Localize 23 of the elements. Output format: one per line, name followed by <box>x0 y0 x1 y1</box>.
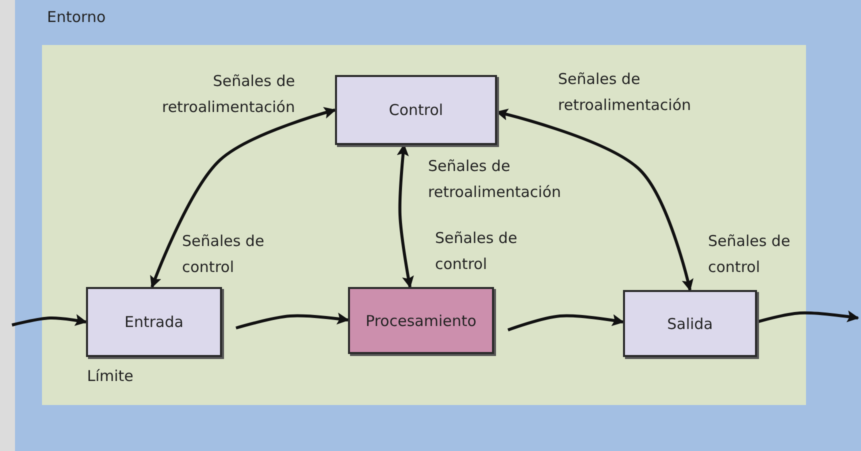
process-box <box>86 287 222 357</box>
box-label: Entrada <box>124 313 184 331</box>
process-box <box>348 287 494 354</box>
boundary-panel <box>42 45 806 405</box>
signal-label: Señales de control <box>435 228 518 275</box>
arrow <box>12 314 88 326</box>
signal-label: Señales de retroalimentación <box>428 156 562 203</box>
box-label: Salida <box>667 314 713 332</box>
arrow <box>756 310 860 324</box>
signal-label: Señales de control <box>182 231 266 278</box>
process-box <box>623 290 757 357</box>
process-box <box>335 75 497 145</box>
region-heading: Entorno <box>47 8 106 26</box>
signal-label: Señales de retroalimentación <box>558 69 692 116</box>
arrow <box>236 312 350 330</box>
box-label: Control <box>388 101 444 119</box>
environment-panel <box>15 0 861 451</box>
region-heading: Límite <box>87 367 134 385</box>
signal-label: Señales de retroalimentación <box>160 71 295 118</box>
arrow <box>150 107 336 288</box>
box-label: Procesamiento <box>366 312 476 330</box>
arrow <box>507 314 624 332</box>
signal-label: Señales de control <box>708 231 792 278</box>
